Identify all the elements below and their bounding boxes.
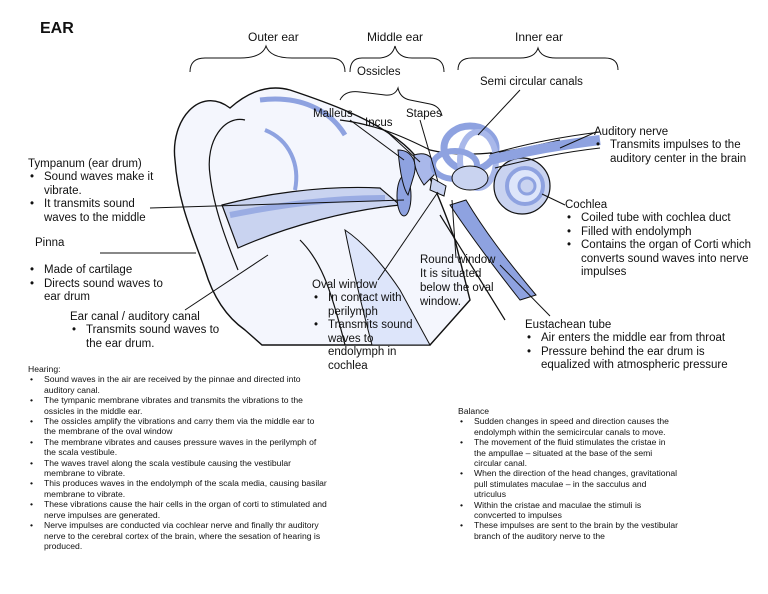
- oval-window-heading: Oval window: [312, 279, 378, 291]
- tympanum-heading: Tympanum (ear drum): [28, 158, 142, 170]
- malleus-shape: [397, 149, 416, 197]
- tympanum-block: Tympanum (ear drum) Sound waves make it …: [28, 157, 168, 225]
- pointer-malleus: [349, 119, 405, 161]
- eustachean-point: Air enters the middle ear from throat: [525, 332, 740, 346]
- outer-ear-heading: Outer ear: [248, 30, 299, 44]
- ossicles-label: Ossicles: [357, 66, 401, 78]
- pointer-auditory: [559, 131, 597, 149]
- hearing-point: The ossicles amplify the vibrations and …: [28, 416, 328, 437]
- ear-canal-block: Ear canal / auditory canal Transmits sou…: [70, 310, 230, 351]
- ear-canal-heading: Ear canal / auditory canal: [70, 311, 200, 323]
- ossicles-brace: [339, 86, 443, 117]
- hearing-point: The membrane vibrates and causes pressur…: [28, 437, 328, 458]
- pointer-eustachean: [499, 264, 551, 317]
- cochlea-heading: Cochlea: [565, 199, 608, 211]
- balance-point: These impulses are sent to the brain by …: [458, 520, 678, 541]
- balance-section: Balance Sudden changes in speed and dire…: [458, 406, 678, 541]
- pointer-round: [451, 199, 457, 259]
- oval-window-point: Transmits sound waves to endolymph in co…: [312, 319, 422, 373]
- stapes-shape: [429, 177, 447, 197]
- hearing-point: This produces waves in the endolymph of …: [28, 478, 328, 499]
- balance-point: Sudden changes in speed and direction ca…: [458, 416, 678, 437]
- eustachian-tube: [449, 199, 537, 301]
- oval-window-point: In contact with perilymph: [312, 292, 422, 319]
- cochlea-point: Filled with endolymph: [565, 226, 765, 240]
- pointer-tympanum: [149, 199, 405, 209]
- balance-point: The movement of the fluid stimulates the…: [458, 437, 678, 468]
- middle-ear-brace: [349, 45, 445, 73]
- cochlea-block: Cochlea Coiled tube with cochlea duct Fi…: [565, 198, 765, 280]
- stapes-label: Stapes: [406, 108, 442, 120]
- inner-ear-brace: [457, 46, 619, 71]
- hearing-point: The waves travel along the scala vestibu…: [28, 458, 328, 479]
- auditory-nerve-point: Transmits impulses to the auditory cente…: [594, 139, 759, 166]
- auditory-nerve-heading: Auditory nerve: [594, 126, 669, 138]
- round-window-text: It is situated below the oval window.: [420, 268, 494, 308]
- auditory-nerve-block: Auditory nerve Transmits impulses to the…: [594, 125, 759, 166]
- eustachean-point: Pressure behind the ear drum is equalize…: [525, 346, 740, 373]
- outer-ear-brace: [189, 44, 346, 73]
- hearing-point: Nerve impulses are conducted via cochlea…: [28, 520, 328, 551]
- malleus-label: Malleus: [313, 108, 353, 120]
- inner-ear-heading: Inner ear: [515, 30, 564, 44]
- balance-point: Within the cristae and maculae the stimu…: [458, 500, 678, 521]
- cochlea-point: Contains the organ of Corti which conver…: [565, 239, 765, 280]
- ear-canal-point: Transmits sound waves to the ear drum.: [70, 324, 230, 351]
- pinna-point: Made of cartilage: [28, 264, 168, 278]
- pinna-block: Made of cartilage Directs sound waves to…: [28, 264, 168, 305]
- page-title: EAR: [40, 20, 74, 37]
- pointer-oval: [377, 191, 439, 281]
- pointer-incus: [384, 129, 421, 163]
- tympanum-point: Sound waves make it vibrate.: [28, 171, 168, 198]
- cochlea-inner: [517, 176, 537, 196]
- eustachean-heading: Eustachean tube: [525, 319, 612, 331]
- pointer-cochlea: [541, 193, 566, 206]
- middle-ear-heading: Middle ear: [367, 30, 424, 44]
- hearing-section: Hearing: Sound waves in the air are rece…: [28, 364, 328, 551]
- pinna-point: Directs sound waves to ear drum: [28, 278, 168, 305]
- vestibule: [451, 165, 489, 191]
- round-window-heading: Round window: [420, 254, 496, 266]
- incus-label: Incus: [365, 117, 393, 129]
- hearing-point: These vibrations cause the hair cells in…: [28, 499, 328, 520]
- eustachean-block: Eustachean tube Air enters the middle ea…: [525, 318, 740, 373]
- semicircular-canals-label: Semi circular canals: [480, 76, 583, 88]
- hearing-heading: Hearing:: [28, 364, 61, 374]
- cochlea-point: Coiled tube with cochlea duct: [565, 212, 765, 226]
- round-window-block: Round window It is situated below the ov…: [420, 253, 506, 309]
- eustachian-wall: [439, 214, 506, 321]
- hearing-point: The tympanic membrane vibrates and trans…: [28, 395, 328, 416]
- pinna-inner-fold: [208, 118, 246, 271]
- auditory-nerve-edge: [489, 131, 601, 169]
- auditory-nerve: [488, 135, 601, 165]
- pinna-helix: [259, 96, 348, 137]
- pinna-heading: Pinna: [35, 237, 65, 249]
- pinna-antihelix: [264, 128, 299, 191]
- pointer-canal: [184, 254, 269, 311]
- balance-point: When the direction of the head changes, …: [458, 468, 678, 499]
- pointer-stapes: [419, 119, 439, 183]
- hearing-point: Sound waves in the air are received by t…: [28, 374, 328, 395]
- pointer-semicircular: [477, 89, 521, 136]
- oval-window-block: Oval window In contact with perilymph Tr…: [312, 278, 422, 373]
- tympanum-point: It transmits sound waves to the middle: [28, 198, 168, 225]
- balance-heading: Balance: [458, 406, 490, 416]
